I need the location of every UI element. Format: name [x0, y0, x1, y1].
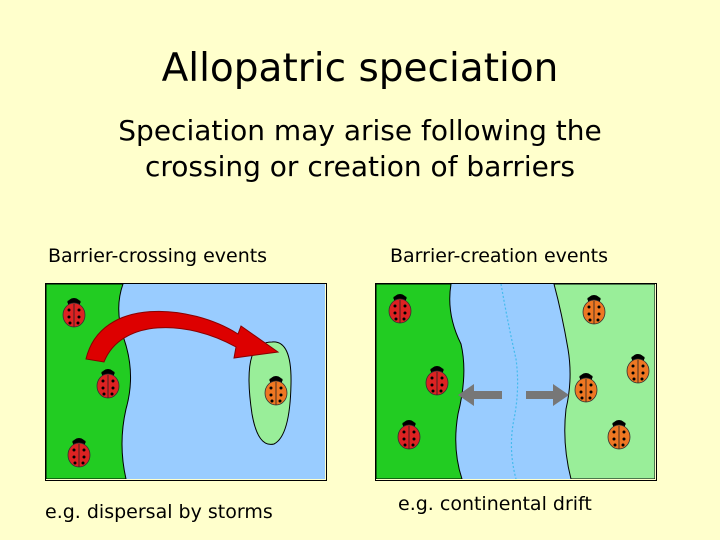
barrier-creation-heading: Barrier-creation events	[390, 244, 608, 268]
slide-title: Allopatric speciation	[0, 46, 720, 92]
barrier-crossing-diagram	[45, 283, 327, 481]
barrier-creation-caption: e.g. continental drift	[398, 492, 592, 516]
subtitle-line-2: crossing or creation of barriers	[0, 149, 720, 185]
subtitle-line-1: Speciation may arise following the	[0, 113, 720, 149]
barrier-crossing-caption: e.g. dispersal by storms	[45, 500, 273, 524]
barrier-creation-diagram	[375, 283, 657, 481]
slide-subtitle: Speciation may arise following the cross…	[0, 113, 720, 185]
barrier-crossing-heading: Barrier-crossing events	[48, 244, 267, 268]
